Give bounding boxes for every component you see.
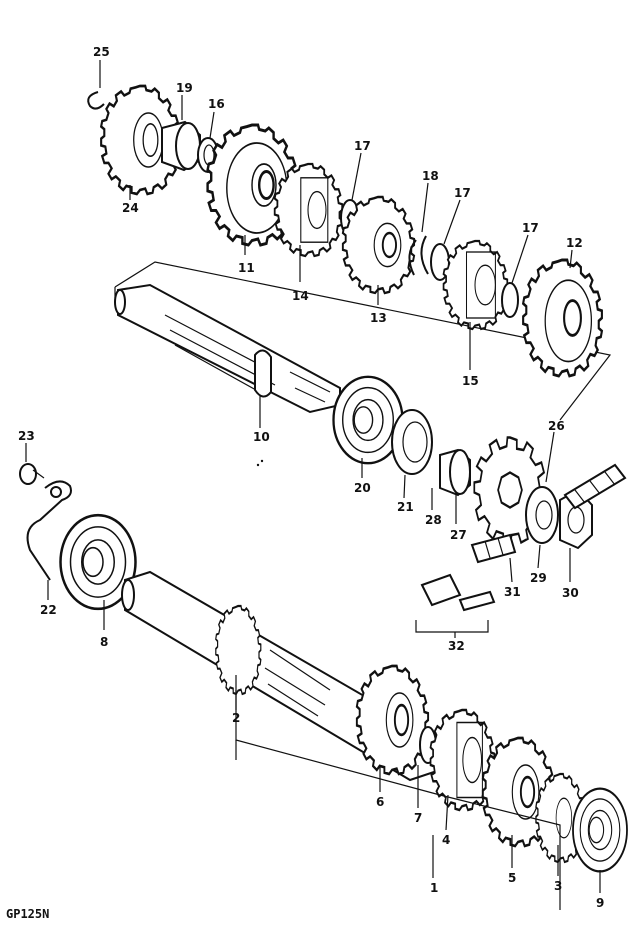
callout-17b: 17: [454, 186, 471, 200]
callout-21: 21: [397, 500, 414, 514]
callout-23: 23: [18, 429, 35, 443]
callout-16: 16: [208, 97, 225, 111]
callout-11: 11: [238, 261, 255, 275]
chain-joint-32: [415, 573, 496, 633]
gear-6: [355, 664, 430, 776]
assembly-bracket-2: [235, 690, 561, 910]
callout-20: 20: [354, 481, 371, 495]
callout-24: 24: [122, 201, 139, 215]
gear-14: [273, 162, 344, 258]
gear-4: [429, 708, 496, 812]
gear-11: [206, 123, 300, 247]
callout-25: 25: [93, 45, 110, 59]
gear-13: [341, 195, 416, 295]
callout-22: 22: [40, 603, 57, 617]
circlip-25: [87, 91, 105, 110]
gear-3: [534, 772, 586, 864]
callout-1: 1: [430, 881, 438, 895]
callout-2: 2: [232, 711, 240, 725]
countershaft-gear-group: [87, 84, 612, 421]
callout-31: 31: [504, 585, 521, 599]
callout-labels: 25 19 16 24 11 17 14 18 17 13 17 12 15 1…: [18, 45, 604, 910]
callout-9: 9: [596, 896, 604, 910]
callout-17c: 17: [522, 221, 539, 235]
bearing-9: [571, 787, 629, 873]
oil-seal-21: [391, 409, 433, 475]
bearing-stopper-22: [26, 480, 72, 581]
drive-chain-31: [470, 463, 627, 564]
callout-13: 13: [370, 311, 387, 325]
callout-12: 12: [566, 236, 583, 250]
gear-12: [521, 258, 604, 378]
callout-19: 19: [176, 81, 193, 95]
drawing-code: GP125N: [6, 907, 49, 921]
callout-15: 15: [462, 374, 479, 388]
callout-7: 7: [414, 811, 422, 825]
circlip-18: [408, 235, 429, 276]
callout-3: 3: [554, 879, 562, 893]
callout-14: 14: [292, 289, 309, 303]
leader-lines: [25, 60, 601, 893]
spacer-28: [439, 448, 471, 497]
gear-5: [481, 736, 556, 848]
callout-27: 27: [450, 528, 467, 542]
callout-29: 29: [530, 571, 547, 585]
bushing-19: [161, 120, 201, 172]
callout-5: 5: [508, 871, 516, 885]
lock-washer-29: [525, 486, 559, 544]
gear-15: [442, 239, 509, 331]
callout-26: 26: [548, 419, 565, 433]
callout-8: 8: [100, 635, 108, 649]
callout-4: 4: [442, 833, 450, 847]
callout-32: 32: [448, 639, 465, 653]
bolt-23: [19, 463, 45, 485]
countershaft-10: [114, 283, 341, 414]
callout-17a: 17: [354, 139, 371, 153]
callout-30: 30: [562, 586, 579, 600]
callout-10: 10: [253, 430, 270, 444]
callout-18: 18: [422, 169, 439, 183]
callout-6: 6: [376, 795, 384, 809]
callout-28: 28: [425, 513, 442, 527]
